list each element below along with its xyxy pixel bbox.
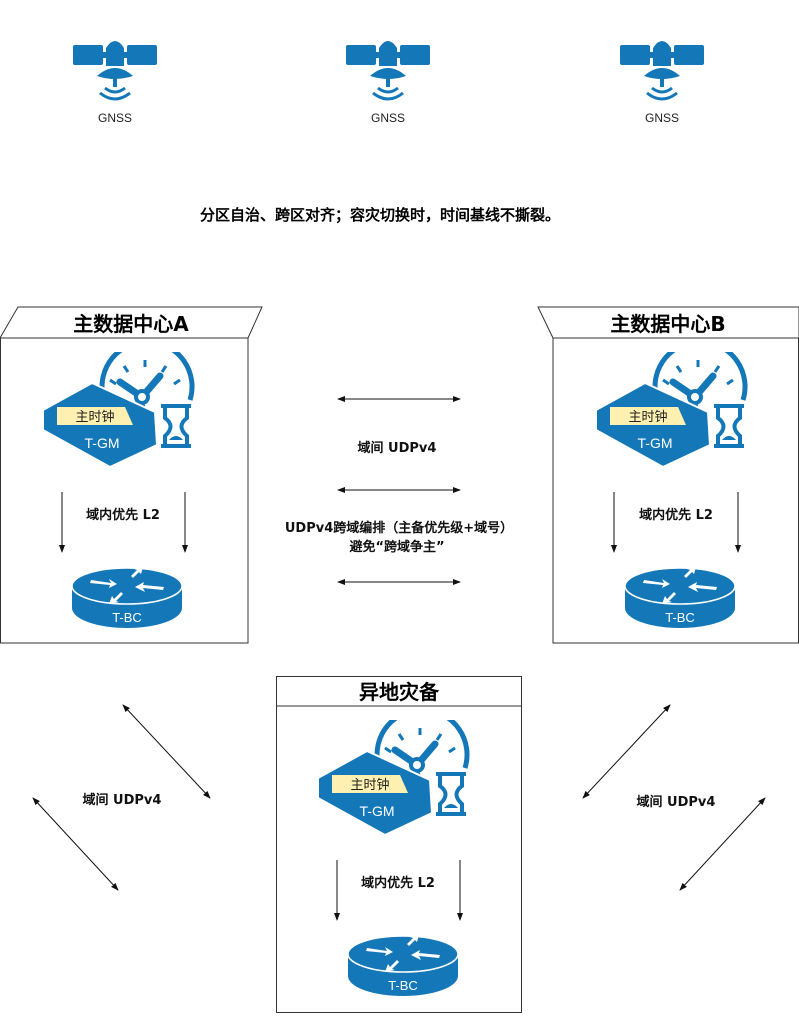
left-link-label: 域间 UDPv4 — [83, 792, 162, 808]
bidirectional-arrow — [582, 704, 671, 799]
gnss-label: GNSS — [371, 111, 405, 125]
data-center-a: 主数据中心A 主时钟 T-GM 域内优先 L2 T-BC — [0, 306, 263, 644]
bidirectional-arrow — [679, 797, 766, 891]
right-link-label: 域间 UDPv4 — [637, 794, 716, 810]
gm-label: T-GM — [360, 803, 395, 819]
bidirectional-arrow — [32, 797, 119, 891]
orchestration-note: 避免“跨域争主” — [349, 539, 444, 555]
gnss-label: GNSS — [98, 111, 132, 125]
gm-tag: 主时钟 — [75, 409, 114, 425]
data-center-b: 主数据中心B 主时钟 T-GM 域内优先 L2 T-BC — [537, 306, 799, 644]
gnss-label: GNSS — [645, 111, 679, 125]
gm-label: T-GM — [638, 435, 673, 451]
gm-label: T-GM — [85, 435, 120, 451]
bc-label: T-BC — [388, 978, 418, 993]
gnss-satellite-3: GNSS — [620, 41, 704, 125]
gnss-satellite-2: GNSS — [346, 41, 430, 125]
bc-label: T-BC — [665, 610, 695, 625]
satellite-icon — [73, 41, 157, 99]
disaster-recovery-site: 异地灾备 主时钟 T-GM 域内优先 L2 T-BC — [276, 676, 522, 1013]
bc-label: T-BC — [112, 610, 142, 625]
inter-center-links: 域间 UDPv4 UDPv4跨域编排（主备优先级+域号） 避免“跨域争主” — [285, 396, 513, 585]
gm-tag: 主时钟 — [628, 409, 667, 425]
l2-label: 域内优先 L2 — [639, 507, 713, 523]
orchestration-label: UDPv4跨域编排（主备优先级+域号） — [285, 520, 513, 536]
gnss-satellite-1: GNSS — [73, 41, 157, 125]
satellite-icon — [346, 41, 430, 99]
inter-domain-label: 域间 UDPv4 — [358, 440, 437, 456]
l2-label: 域内优先 L2 — [86, 507, 160, 523]
center-a-title: 主数据中心A — [73, 312, 189, 336]
center-c-title: 异地灾备 — [359, 680, 440, 704]
l2-label: 域内优先 L2 — [361, 875, 435, 891]
left-links: 域间 UDPv4 — [32, 704, 211, 891]
satellite-icon — [620, 41, 704, 99]
center-b-title: 主数据中心B — [610, 312, 725, 336]
right-links: 域间 UDPv4 — [582, 704, 766, 891]
heading: 分区自治、跨区对齐；容灾切换时，时间基线不撕裂。 — [200, 206, 560, 224]
bidirectional-arrow — [122, 704, 211, 799]
gm-tag: 主时钟 — [350, 777, 389, 793]
